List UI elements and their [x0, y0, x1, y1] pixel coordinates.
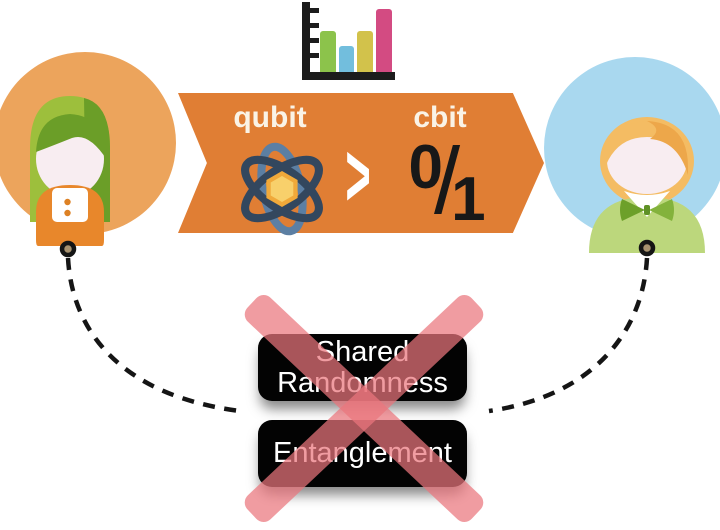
female-person-avatar: [0, 52, 176, 246]
greater-than-symbol: >: [345, 126, 371, 227]
chart-axis-tick: [310, 8, 319, 13]
chart-x-axis: [302, 72, 395, 80]
bit-zero: 0: [408, 132, 443, 202]
bit-one: 1: [451, 164, 486, 234]
chart-bar-yellow: [357, 31, 373, 72]
chart-axis-tick: [310, 23, 319, 28]
atom-icon: [241, 142, 323, 236]
chart-y-axis: [302, 2, 310, 80]
right-dashed-connector: [488, 257, 650, 414]
qubit-label: qubit: [233, 101, 307, 134]
qubit-cbit-banner: qubit cbit > 0 / 1: [178, 93, 544, 233]
bit-slash: /: [433, 127, 461, 233]
chart-axis-tick: [310, 38, 319, 43]
chart-bar-pink: [376, 9, 392, 72]
male-person-avatar: [544, 57, 720, 253]
left-dashed-connector: [65, 257, 241, 414]
chart-bar-green: [320, 31, 336, 72]
chart-bar-blue: [339, 46, 354, 72]
bar-chart-icon: [300, 2, 396, 82]
chart-axis-tick: [310, 53, 319, 58]
cbit-zero-one-symbol: 0 / 1: [394, 127, 500, 234]
cbit-label: cbit: [413, 101, 467, 134]
